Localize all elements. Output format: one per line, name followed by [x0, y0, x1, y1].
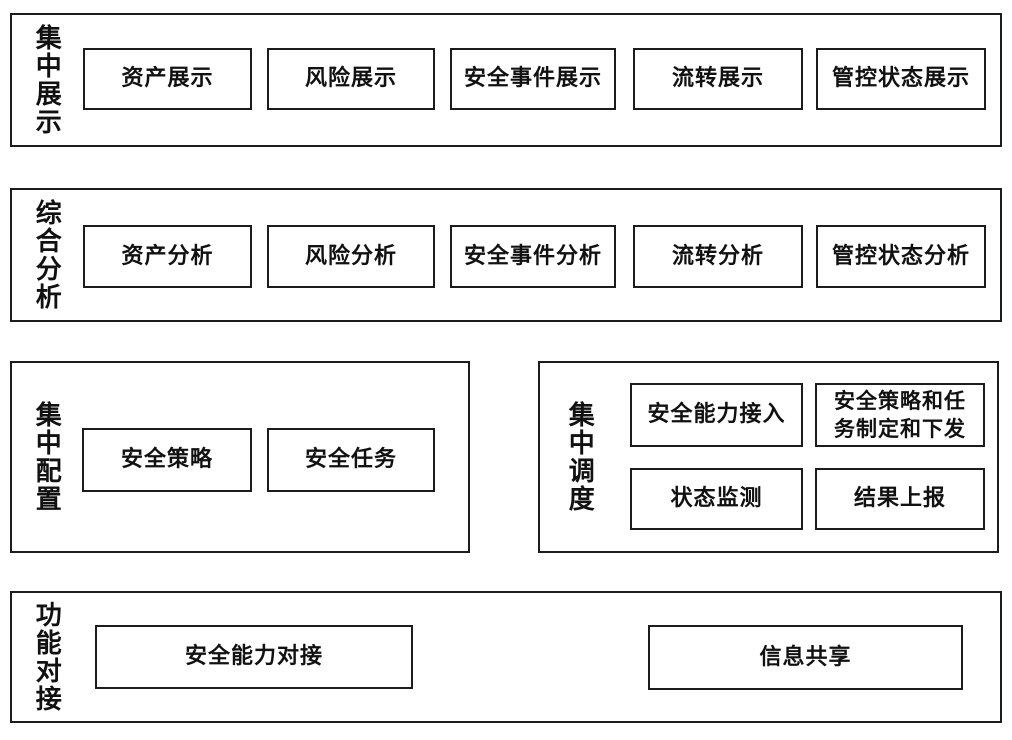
section-centralized-scheduling: 集中调度 安全能力接入 安全策略和任 务制定和下发 状态监测 结果上报	[538, 361, 999, 553]
section-label-function-integration: 功能对接	[31, 601, 62, 713]
section-centralized-display: 集中展示 资产展示 风险展示 安全事件展示 流转展示 管控状态展示	[10, 13, 1002, 147]
control-status-analysis-box: 管控状态分析	[816, 225, 986, 288]
circulation-display-box: 流转展示	[633, 48, 803, 110]
section-comprehensive-analysis: 综合分析 资产分析 风险分析 安全事件分析 流转分析 管控状态分析	[10, 188, 1002, 322]
section-label-centralized-scheduling: 集中调度	[564, 401, 595, 513]
circulation-analysis-box: 流转分析	[633, 225, 803, 288]
security-task-box: 安全任务	[267, 428, 435, 492]
risk-display-box: 风险展示	[267, 48, 435, 110]
security-event-display-box: 安全事件展示	[450, 48, 616, 110]
security-event-analysis-box: 安全事件分析	[450, 225, 616, 288]
section-label-centralized-configuration: 集中配置	[31, 401, 62, 513]
information-sharing-box: 信息共享	[648, 625, 963, 690]
section-function-integration: 功能对接 安全能力对接 信息共享	[10, 591, 1002, 723]
status-monitoring-box: 状态监测	[630, 468, 803, 530]
security-capability-integration-box: 安全能力对接	[95, 625, 413, 689]
section-centralized-configuration: 集中配置 安全策略 安全任务	[10, 361, 470, 553]
security-policy-box: 安全策略	[82, 428, 252, 492]
result-reporting-box: 结果上报	[815, 468, 985, 530]
risk-analysis-box: 风险分析	[267, 225, 435, 288]
section-label-comprehensive-analysis: 综合分析	[31, 199, 62, 311]
section-label-centralized-display: 集中展示	[31, 24, 62, 136]
control-status-display-box: 管控状态展示	[816, 48, 986, 110]
asset-analysis-box: 资产分析	[83, 225, 252, 288]
asset-display-box: 资产展示	[83, 48, 252, 110]
policy-task-formulation-dispatch-box: 安全策略和任 务制定和下发	[815, 383, 985, 447]
security-capability-access-box: 安全能力接入	[630, 383, 803, 447]
